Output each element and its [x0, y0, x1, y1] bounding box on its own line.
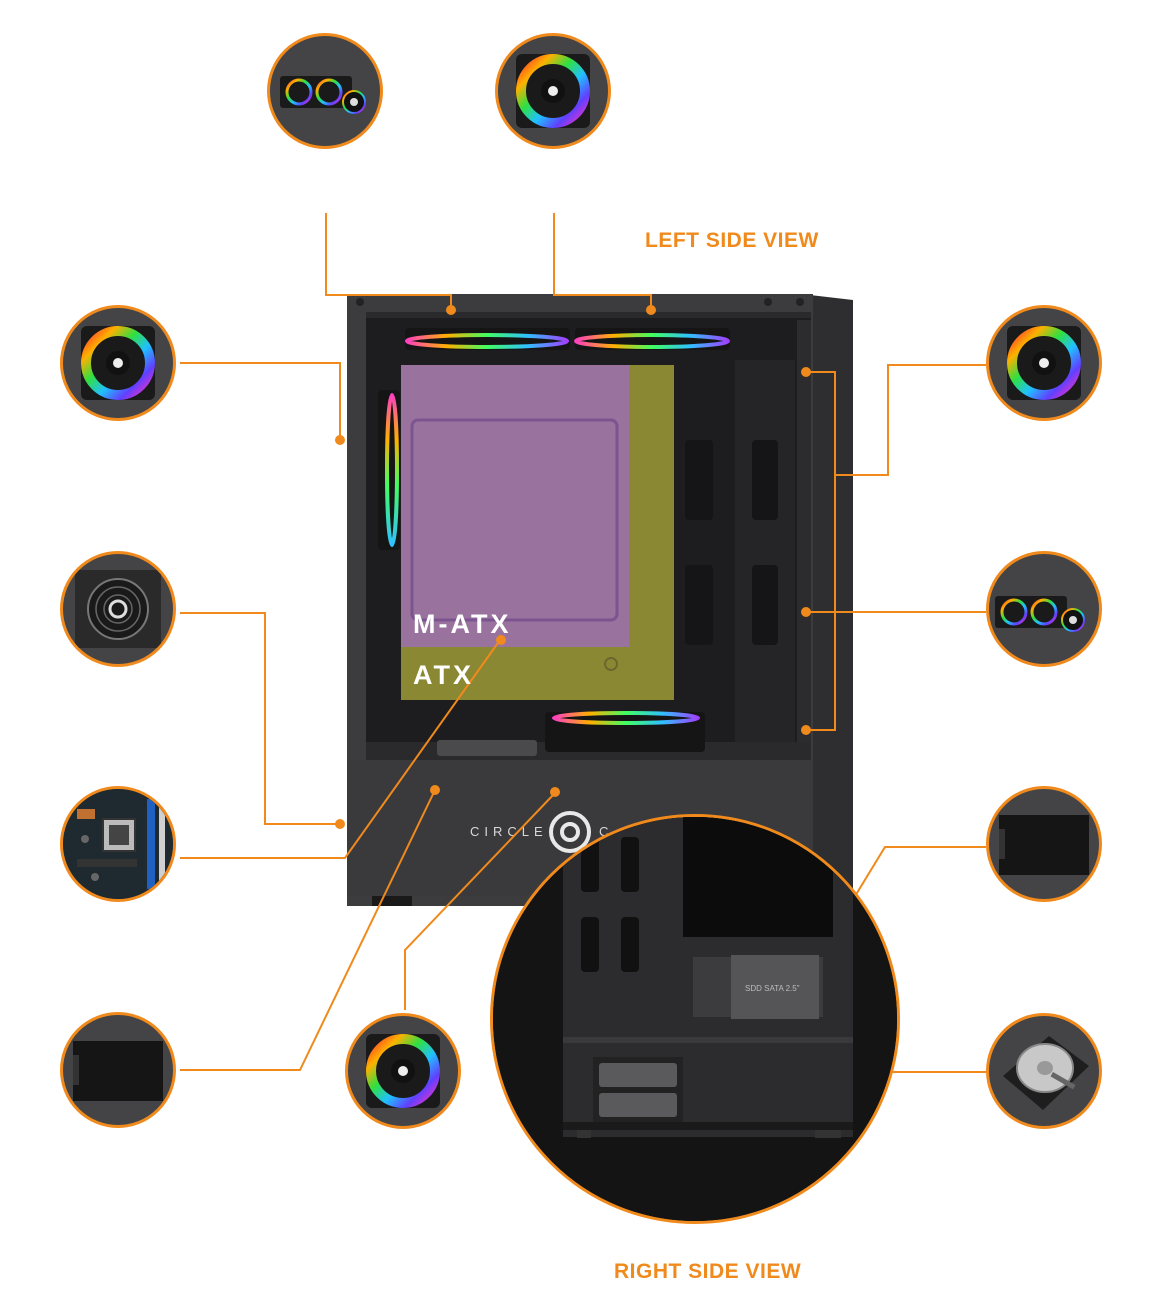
- ssd-drive: [731, 955, 819, 1019]
- psu-callout: [60, 551, 176, 667]
- brand-text: CIRCLE: [470, 824, 548, 839]
- rear-fan-callout: [986, 305, 1102, 421]
- hdd-icon: [1003, 1036, 1089, 1110]
- rgb-fan-icon: [366, 1034, 440, 1108]
- aio-cooler-icon: [995, 596, 1085, 632]
- front-fan: [378, 390, 400, 550]
- matx-label: M-ATX: [413, 609, 512, 639]
- connector-dots: [335, 305, 811, 829]
- ssd-left-callout: [60, 1012, 176, 1128]
- psu-icon: [75, 570, 161, 648]
- left-side-view-heading: LEFT SIDE VIEW: [645, 229, 819, 252]
- ssd-icon: [999, 815, 1089, 875]
- aio-cooler-icon: [280, 76, 366, 114]
- rgb-fan-icon: [516, 54, 590, 128]
- rear-radiator-callout: [986, 551, 1102, 667]
- motherboard-callout: [60, 786, 176, 902]
- matx-zone: [401, 365, 629, 647]
- top-fan-callout: [495, 33, 611, 149]
- bottom-fan: [545, 711, 705, 752]
- front-fan-callout: [60, 305, 176, 421]
- top-fans: [405, 328, 730, 350]
- bottom-fan-callout: [345, 1013, 461, 1129]
- top-radiator-callout: [267, 33, 383, 149]
- hdd-callout: [986, 1013, 1102, 1129]
- right-side-view-heading: RIGHT SIDE VIEW: [614, 1260, 802, 1283]
- rgb-fan-icon: [1007, 326, 1081, 400]
- right-side-view-zoom: SDD SATA 2.5": [490, 814, 900, 1224]
- ssd-right-callout: [986, 786, 1102, 902]
- atx-label: ATX: [413, 660, 474, 690]
- ssd-label: SDD SATA 2.5": [745, 984, 800, 993]
- motherboard-icon: [63, 789, 173, 899]
- rgb-fan-icon: [81, 326, 155, 400]
- brand-suffix: C: [599, 824, 613, 839]
- ssd-icon: [73, 1041, 163, 1101]
